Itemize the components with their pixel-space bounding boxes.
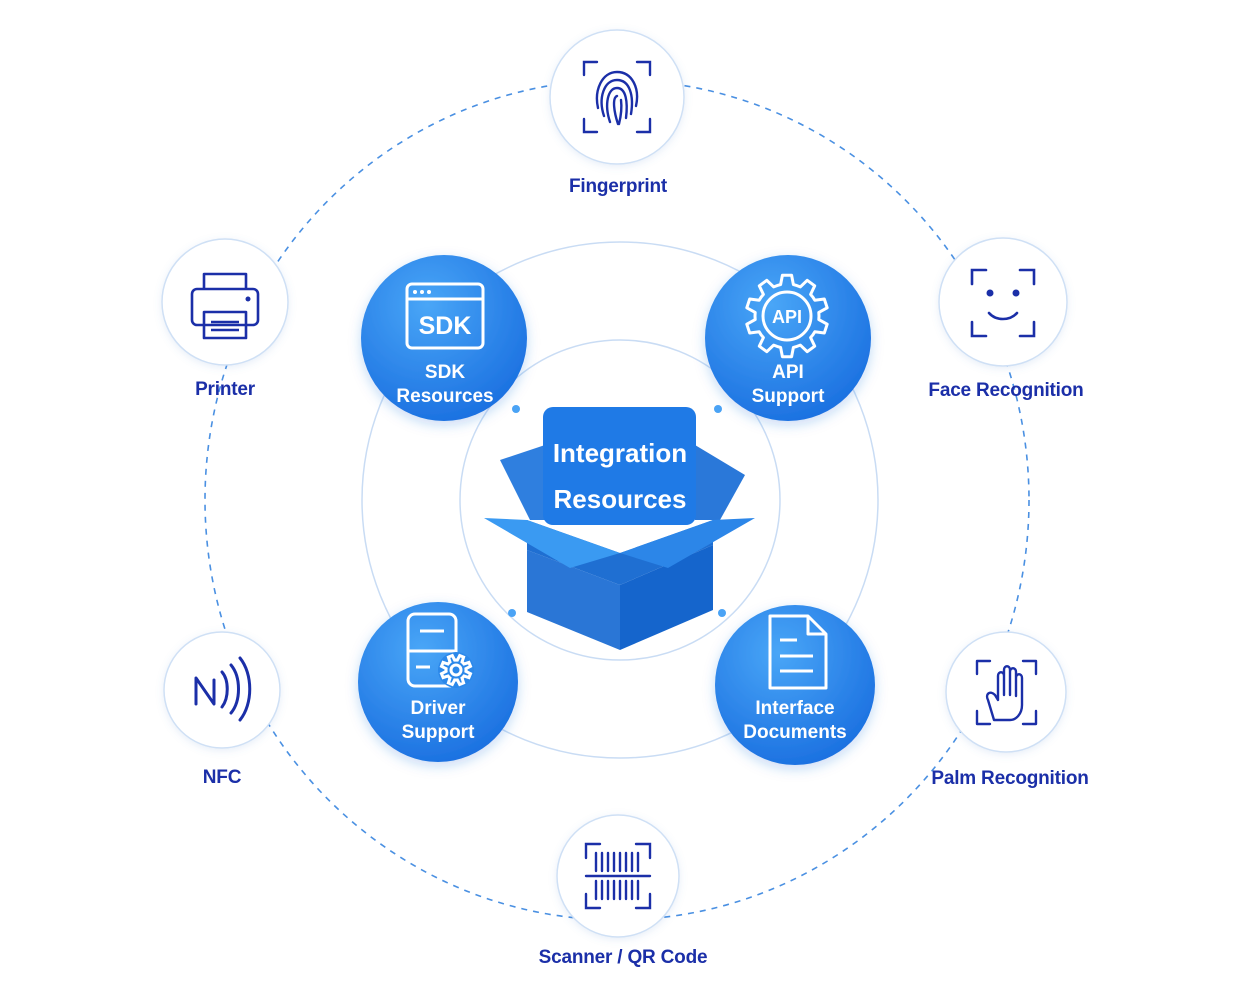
api-label: API Support [752, 361, 825, 409]
outer-node-face[interactable] [938, 237, 1068, 367]
center-title-line1: Integration [552, 438, 688, 468]
center-title-line2: Resources [553, 484, 687, 514]
outer-node-nfc[interactable] [163, 631, 281, 749]
document-icon [768, 614, 828, 690]
face-recognition-label: Face Recognition [928, 380, 1084, 401]
connector-dot [714, 405, 722, 413]
api-icon-text: API [772, 307, 802, 327]
api-label-line1: API [772, 362, 804, 383]
barcode-scanner-icon [584, 842, 652, 910]
nfc-icon [194, 656, 252, 722]
sdk-label-line2: Resources [396, 386, 494, 407]
api-gear-icon [745, 273, 829, 359]
gear-outline [439, 653, 473, 687]
gear-outline [745, 273, 829, 359]
sdk-label: SDK Resources [396, 361, 493, 409]
ring-middle [459, 339, 781, 661]
outer-node-palm[interactable] [945, 631, 1067, 753]
sdk-label-line1: SDK [424, 362, 466, 383]
docs-label-line2: Documents [743, 722, 847, 743]
api-label-line2: Support [751, 386, 825, 407]
inner-node-driver[interactable] [358, 602, 518, 762]
palm-recognition-label: Palm Recognition [931, 768, 1089, 789]
ring-large [361, 241, 879, 759]
docs-label: Interface Documents [743, 697, 846, 745]
palm-scan-icon [975, 659, 1038, 726]
outer-node-fingerprint[interactable] [549, 29, 685, 165]
printer-label: Printer [195, 379, 255, 400]
fingerprint-icon [582, 60, 652, 134]
printer-icon [190, 272, 260, 340]
open-box-icon [484, 407, 755, 650]
sdk-icon-text: SDK [419, 312, 472, 340]
nfc-label: NFC [202, 767, 242, 788]
driver-label: Driver Support [402, 697, 475, 745]
connector-dot [508, 609, 516, 617]
inner-node-api[interactable]: API [705, 255, 871, 421]
outer-node-scanner[interactable] [556, 814, 680, 938]
outer-node-printer[interactable] [161, 238, 289, 366]
connector-dot [512, 405, 520, 413]
scanner-qr-label: Scanner / QR Code [538, 947, 708, 968]
driver-label-line2: Support [401, 722, 475, 743]
center-card [543, 407, 696, 525]
inner-node-docs[interactable] [715, 605, 875, 765]
fingerprint-label: Fingerprint [568, 176, 668, 197]
docs-label-line1: Interface [755, 698, 835, 719]
connector-dot [718, 609, 726, 617]
driver-label-line1: Driver [410, 698, 466, 719]
driver-settings-icon [406, 612, 458, 688]
sdk-window-icon [405, 282, 485, 350]
face-scan-icon [970, 268, 1036, 338]
inner-node-sdk[interactable]: SDK [361, 255, 527, 421]
